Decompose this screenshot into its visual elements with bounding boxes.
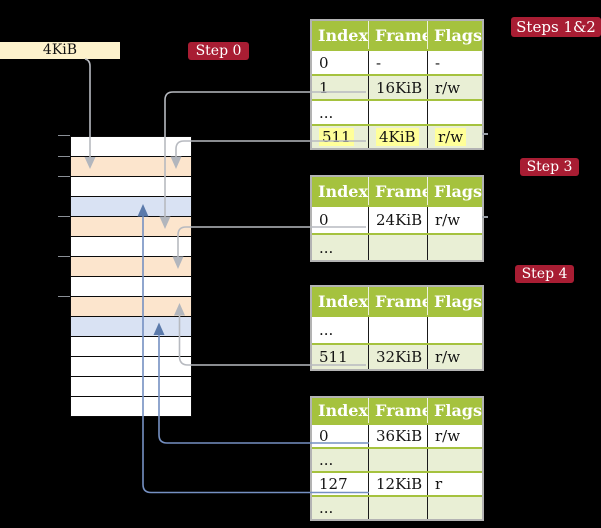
step-badge-1-2: Steps 1&2 — [511, 17, 601, 37]
table-cell — [369, 101, 428, 124]
memory-tick — [58, 155, 70, 157]
table-cell — [428, 235, 482, 260]
table-header-cell: Frame — [369, 177, 428, 205]
table-cell: 511 — [312, 126, 369, 148]
memory-tick — [58, 175, 70, 177]
table-cell: 36KiB — [369, 425, 428, 447]
table-cell: - — [435, 53, 441, 72]
table-cell: 0 — [312, 207, 369, 233]
table-cell: r — [435, 475, 443, 493]
memory-row-empty — [71, 177, 191, 197]
table-cell: ... — [312, 235, 369, 260]
table-row: ... — [312, 315, 482, 343]
table-row: ... — [312, 495, 482, 519]
table-header-cell: Flags — [434, 25, 482, 45]
table-cell: 12KiB — [369, 473, 428, 495]
step-badge-4: Step 4 — [515, 265, 574, 283]
memory-row-empty — [71, 137, 191, 157]
table-cell: 32KiB — [369, 345, 428, 369]
table-row: ... — [312, 99, 482, 124]
table-cell: r/w — [428, 126, 482, 148]
highlight: 4KiB — [376, 128, 419, 146]
table-header-cell: Frame — [369, 398, 428, 423]
table-cell: 4KiB — [369, 126, 428, 148]
table-cell — [428, 497, 482, 519]
table-cell: 0 — [312, 51, 369, 74]
table-header-cell: Index — [312, 398, 369, 423]
memory-row-empty — [71, 377, 191, 397]
table-header-cell: Index — [312, 21, 369, 49]
stub-dash-t2-row0 — [482, 216, 488, 218]
table-header-cell: Flags — [434, 291, 482, 311]
table-cell: ... — [312, 101, 369, 124]
table-cell: ... — [312, 449, 369, 471]
memory-row-empty — [71, 357, 191, 377]
table-cell: 1 — [312, 76, 369, 99]
memory-row-mapped-frame — [71, 317, 191, 337]
table-header-cell: Frame — [369, 21, 428, 49]
memory-tick — [58, 215, 70, 217]
table-cell — [428, 317, 482, 343]
table-cell: r/w — [435, 78, 461, 97]
table-cell: 127 — [312, 473, 369, 495]
memory-row-page-table — [71, 157, 191, 177]
memory-row-empty — [71, 337, 191, 357]
table-cell: - — [369, 51, 428, 74]
table-cell: r/w — [435, 427, 461, 445]
table-cell: r/w — [435, 211, 461, 229]
highlight: 511 — [319, 128, 354, 146]
table-header-cell: Index — [312, 287, 369, 315]
highlight: r/w — [435, 128, 467, 146]
table-cell: 16KiB — [369, 76, 428, 99]
table-cell — [369, 235, 428, 260]
memory-tick — [58, 255, 70, 257]
table-cell — [369, 497, 428, 519]
table-cell — [369, 317, 428, 343]
table-header-cell: Index — [312, 177, 369, 205]
table-row: ... — [312, 233, 482, 260]
memory-tick — [58, 295, 70, 297]
table-cell: 0 — [312, 425, 369, 447]
table-cell — [428, 449, 482, 471]
memory-row-empty — [71, 237, 191, 257]
table-cell: 511 — [312, 345, 369, 369]
table-cell: ... — [312, 317, 369, 343]
memory-row-empty — [71, 397, 191, 416]
table-header-cell: Flags — [434, 401, 482, 420]
memory-tick — [58, 134, 70, 136]
table-cell — [428, 101, 482, 124]
table-cell: 24KiB — [369, 207, 428, 233]
table-cell: ... — [312, 497, 369, 519]
memory-row-page-table — [71, 297, 191, 317]
memory-row-mapped-frame — [71, 197, 191, 217]
table-header-cell: Frame — [369, 287, 428, 315]
physical-memory-column — [70, 136, 192, 417]
table-header-cell: Flags — [434, 181, 482, 201]
step-badge-0: Step 0 — [188, 42, 249, 60]
table-row: 0-- — [312, 49, 482, 74]
table-cell — [369, 449, 428, 471]
step-badge-3: Step 3 — [520, 158, 579, 176]
table-cell: r/w — [435, 348, 461, 366]
table-row: ... — [312, 447, 482, 471]
page-size-label: 4KiB — [0, 42, 120, 59]
table-row: 511 4KiB r/w — [312, 124, 482, 148]
memory-row-page-table — [71, 217, 191, 237]
memory-row-empty — [71, 277, 191, 297]
memory-row-page-table — [71, 257, 191, 277]
stub-dash-t1-row511 — [482, 133, 488, 135]
